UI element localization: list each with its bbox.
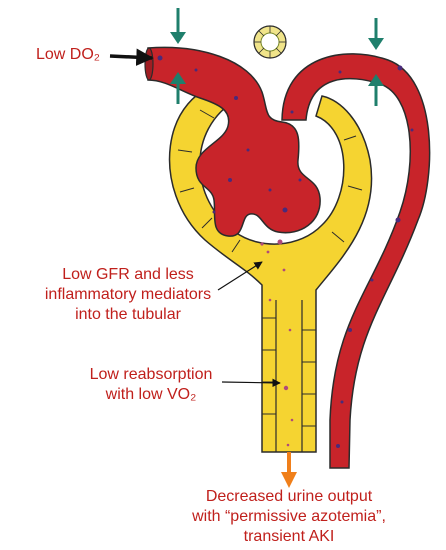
- low-reabsorption-label: Low reabsorption with low VO₂: [78, 365, 224, 405]
- low-gfr-line-1: Low GFR and less: [22, 265, 234, 285]
- low-reabsorption-line-2: with low VO₂: [78, 385, 224, 405]
- afferent-inlet: [145, 48, 153, 80]
- outcome-label: Decreased urine output with “permissive …: [160, 487, 418, 547]
- low-gfr-line-2: inflammatory mediators: [22, 285, 234, 305]
- pointer-arrow-icon: [110, 56, 152, 58]
- urine-flow-arrow-icon: [281, 452, 297, 488]
- outcome-line-1: Decreased urine output: [160, 487, 418, 507]
- low-do2-label: Low DO₂: [36, 45, 100, 65]
- low-gfr-label: Low GFR and less inflammatory mediators …: [22, 265, 234, 325]
- outcome-line-2: with “permissive azotemia”,: [160, 507, 418, 527]
- low-gfr-line-3: into the tubular: [22, 305, 234, 325]
- outcome-line-3: transient AKI: [160, 527, 418, 547]
- low-reabsorption-line-1: Low reabsorption: [78, 365, 224, 385]
